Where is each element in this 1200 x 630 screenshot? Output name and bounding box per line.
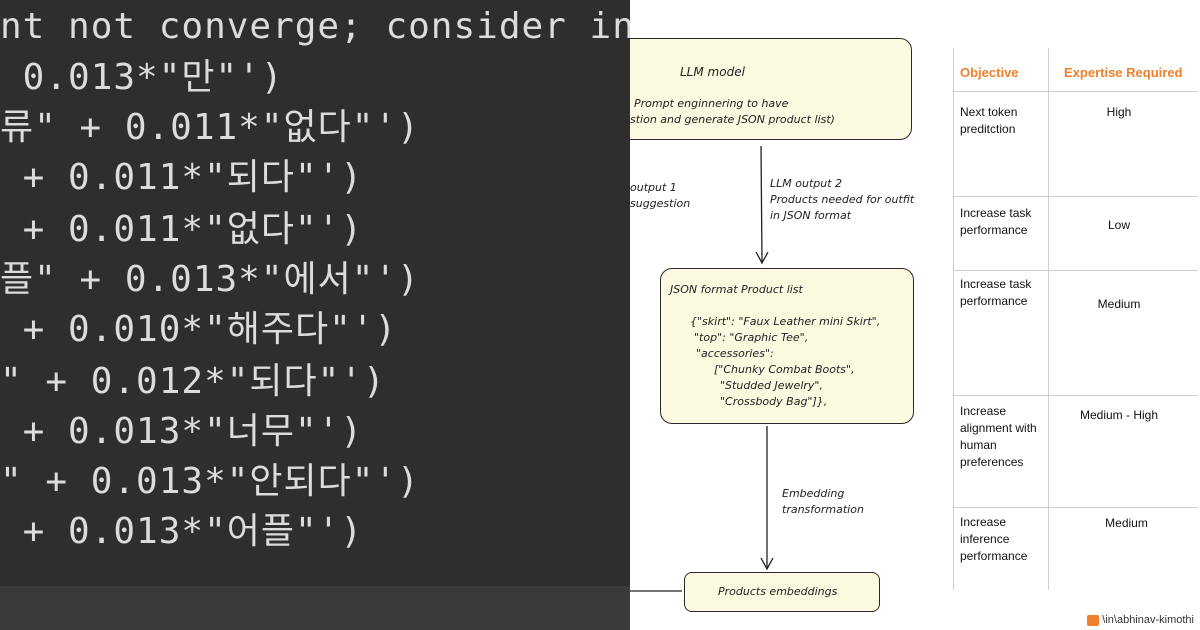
row-divider [953,196,1198,197]
llm-model-box [630,38,912,140]
terminal-line: 0.013*"만"') [0,57,284,98]
expertise-cell: Medium - High [1079,408,1159,422]
json-line: "Studded Jewelry", [720,379,823,392]
terminal-line: + 0.013*"어플"') [0,511,363,552]
author-watermark: \in\abhinav-kimothi [1087,614,1194,626]
embedding-line2: transformation [782,503,864,516]
json-line: "accessories": [696,347,774,360]
json-line: "Crossbody Bag"]}, [720,395,828,408]
row-divider [953,91,1198,92]
json-product-list-box [660,268,914,424]
terminal-line: 류" + 0.011*"없다"') [0,107,420,148]
json-line: ["Chunky Combat Boots", [714,363,855,376]
products-embeddings-title: Products embeddings [718,585,838,598]
terminal-line: " + 0.012*"되다"') [0,361,386,402]
header-expertise: Expertise Required [1064,65,1183,80]
objective-cell: Increase task performance [960,206,1032,237]
llm-model-line1: Prompt enginnering to have [634,97,789,110]
objective-cell: Increase inference performance [960,515,1028,563]
diagram-connectors [630,145,774,592]
arrowhead-json-to-embeddings [760,557,774,571]
output2-line3: in JSON format [770,209,852,222]
expertise-cell: Low [1107,218,1130,232]
header-objective: Objective [960,65,1019,80]
row-divider [953,395,1198,396]
linkedin-icon [1087,614,1100,626]
output2-line2: Products needed for outfit [770,193,915,206]
terminal-line: + 0.010*"해주다"') [0,309,398,350]
terminal-line: + 0.011*"없다"') [0,209,363,250]
terminal-line: 플" + 0.013*"에서"') [0,259,420,300]
llm-model-line2: stion and generate JSON product list) [630,113,835,126]
expertise-cell: Medium [1097,297,1141,311]
terminal-line: + 0.011*"되다"') [0,157,363,198]
table-column-divider [1048,48,1049,590]
terminal-bottom-bar [0,586,630,630]
json-box-title: JSON format Product list [670,283,803,296]
watermark-text: \in\abhinav-kimothi [1102,614,1194,626]
arrow-llm-to-json [760,145,763,263]
expertise-cell: Medium [1105,516,1148,530]
json-line: {"skirt": "Faux Leather mini Skirt", [690,315,881,328]
objectives-table: Objective Expertise Required Next token … [952,0,1200,630]
output2-line1: LLM output 2 [770,177,843,190]
json-line: "top": "Graphic Tee", [694,331,809,344]
output1-line1: output 1 [630,181,677,194]
objective-cell: Next token preditction [960,105,1018,136]
terminal-line: nt not converge; consider increa [0,6,630,47]
terminal-output-panel: nt not converge; consider increa 0.013*"… [0,0,630,630]
terminal-line: + 0.013*"너무"') [0,411,363,452]
pipeline-diagram: LLM model Prompt enginnering to have sti… [630,0,952,630]
objective-cell: Increase alignment with human preference… [960,404,1037,469]
expertise-cell: High [1106,105,1132,119]
objective-cell: Increase task performance [960,277,1032,308]
embedding-line1: Embedding [782,487,845,500]
row-divider [953,270,1198,271]
arrowhead-llm-to-json [755,251,769,265]
table-left-border [953,48,954,590]
output1-line2: suggestion [630,197,691,210]
products-embeddings-box [684,572,880,612]
llm-model-title: LLM model [680,65,745,79]
row-divider [953,507,1198,508]
terminal-line: " + 0.013*"안되다"') [0,461,420,502]
